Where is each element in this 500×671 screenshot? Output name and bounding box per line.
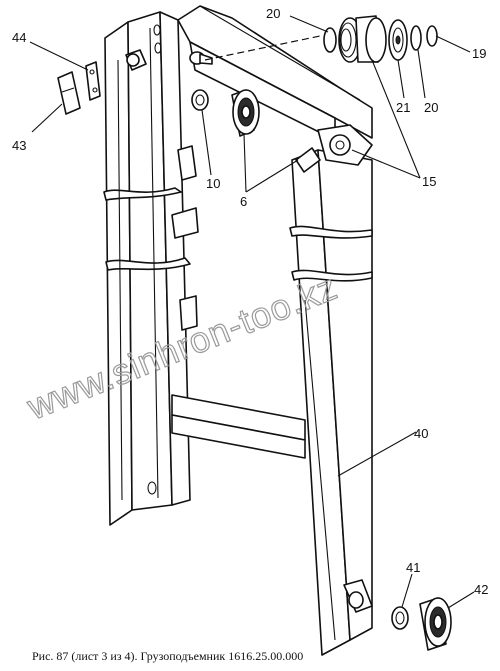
callout-41: 41	[406, 560, 420, 575]
callout-40: 40	[414, 426, 428, 441]
callout-10: 10	[206, 176, 220, 191]
callout-labels: 44 43 20 19 21 20 10 6 15 40 41 42	[12, 6, 488, 597]
leader-lines	[29, 15, 475, 609]
callout-20-right: 20	[424, 100, 438, 115]
washer-part-10	[191, 89, 209, 111]
top-cross-beam	[177, 5, 373, 141]
left-upright	[103, 11, 199, 526]
bearing-part-6	[231, 89, 260, 137]
figure-caption: Рис. 87 (лист 3 из 4). Грузоподъемник 16…	[32, 649, 304, 663]
callout-44: 44	[12, 30, 26, 45]
callout-42: 42	[474, 582, 488, 597]
bottom-bearing-parts	[391, 597, 452, 651]
callout-15: 15	[422, 174, 436, 189]
callout-20-top: 20	[266, 6, 280, 21]
pin-assembly-parts	[204, 15, 438, 63]
plate-part-44	[85, 61, 101, 101]
callout-6: 6	[240, 194, 247, 209]
callout-43: 43	[12, 138, 26, 153]
callout-19: 19	[472, 46, 486, 61]
right-upright	[289, 124, 373, 656]
bottom-cross-member	[171, 394, 306, 459]
pad-part-43	[57, 71, 81, 115]
callout-21: 21	[396, 100, 410, 115]
